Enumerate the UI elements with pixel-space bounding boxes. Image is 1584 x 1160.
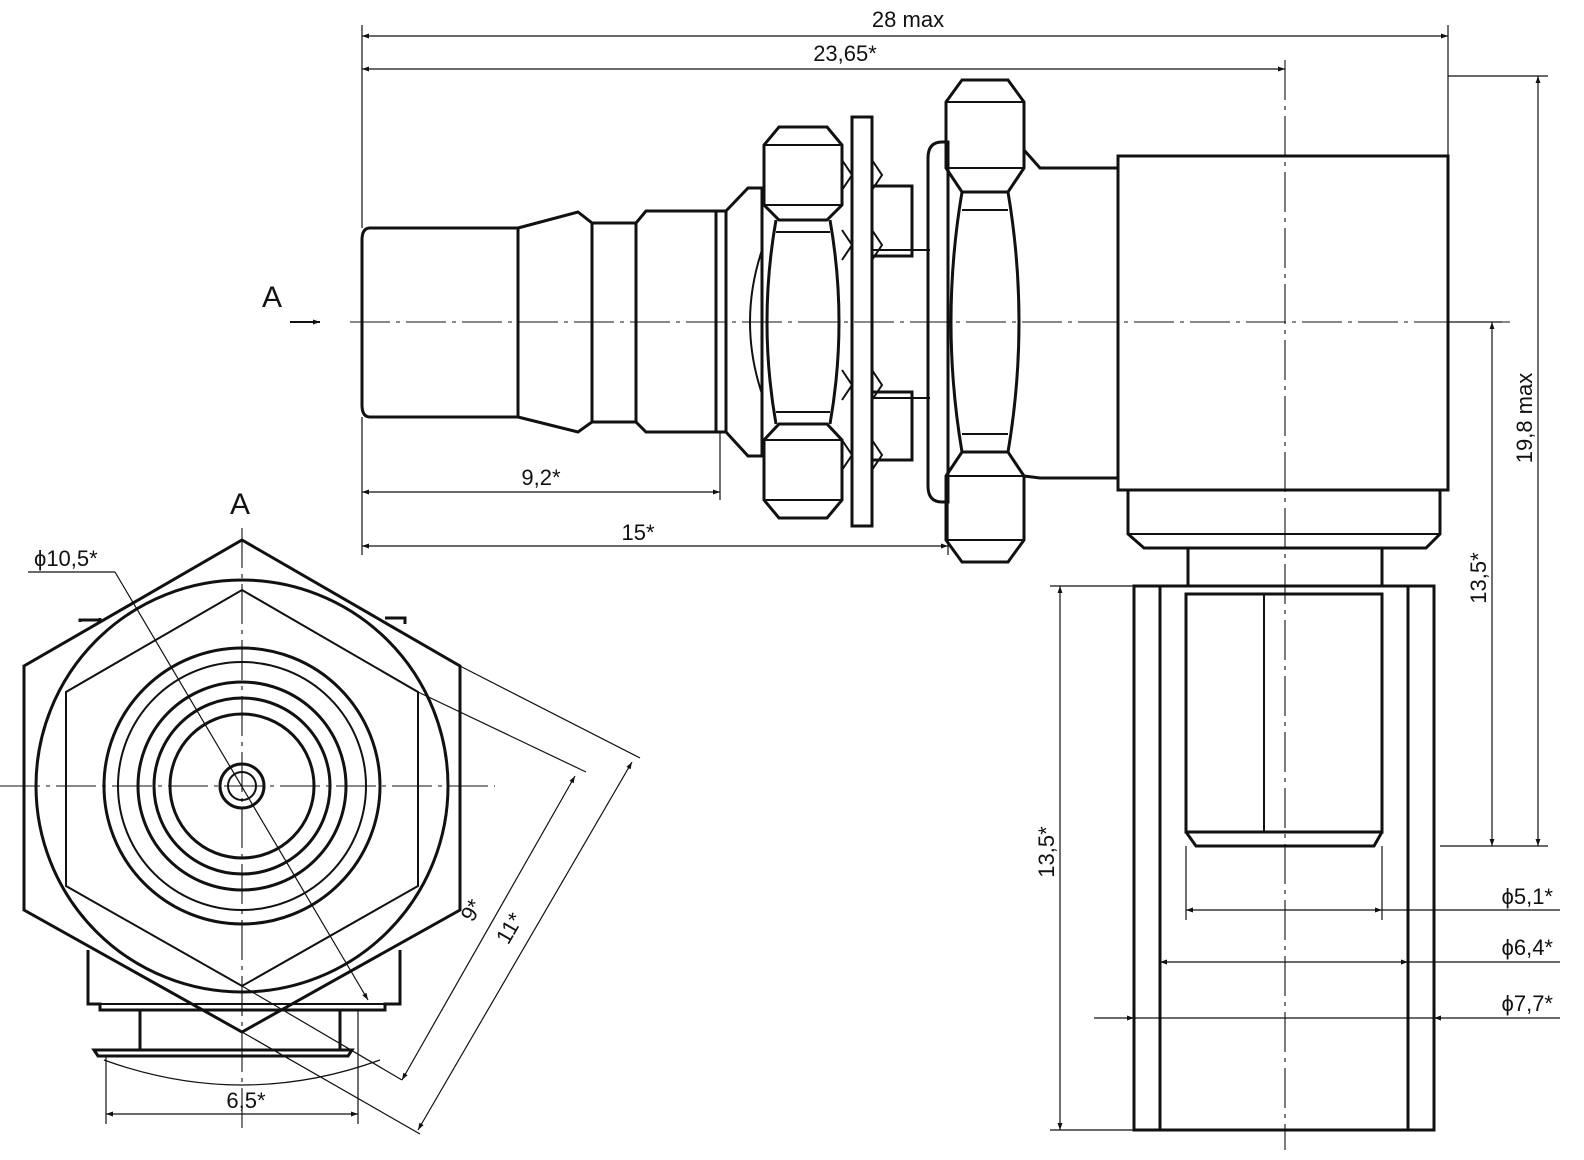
ring-5 [168, 712, 316, 860]
dim-d-inner: ϕ5,1* [1185, 846, 1560, 920]
neck [1022, 149, 1118, 480]
flange [926, 140, 950, 504]
label-plug-length: 9,2* [521, 465, 561, 490]
crimp-sleeve [1132, 584, 1436, 1132]
body-nut [944, 78, 1026, 564]
label-d-inner: ϕ5,1* [1502, 884, 1554, 909]
label-body-width: 6,5* [226, 1088, 266, 1113]
dim-plug-length: 9,2* [361, 417, 721, 555]
label-overall-length: 28 max [872, 7, 944, 32]
center-pin-outer [218, 762, 266, 810]
label-flange-length: 15* [621, 520, 654, 545]
label-height-max: 19,8 max [1512, 373, 1537, 464]
label-d-mid: ϕ6,4* [1502, 935, 1554, 960]
dim-sleeve-length: 13,5* [1034, 585, 1134, 1131]
dim-height-max: 19,8 max [1440, 75, 1548, 847]
label-body-to-axis: 13,5* [1466, 552, 1491, 604]
end-view-body [78, 616, 407, 1058]
dim-length-to-axis: 23,65* [362, 41, 1285, 72]
label-d-outer: ϕ7,7* [1502, 991, 1554, 1016]
ring-3 [136, 680, 348, 892]
lock-washer [841, 115, 930, 528]
view-arrow-label: A [262, 281, 282, 314]
dim-flange-length: 15* [362, 502, 949, 555]
ring-4 [152, 696, 332, 876]
center-pin-inner [227, 771, 257, 801]
angle-body [1116, 154, 1450, 586]
end-view: A ϕ10,5* [0, 488, 641, 1135]
ring-2 [117, 661, 367, 911]
end-view-label: A [230, 488, 250, 521]
dim-hex-diameter: ϕ10,5* [28, 546, 369, 1001]
dim-d-outer: ϕ7,7* [1094, 991, 1560, 1021]
plug [360, 186, 764, 458]
label-hex-diameter: ϕ10,5* [34, 546, 98, 571]
label-length-to-axis: 23,65* [813, 41, 877, 66]
label-sleeve-length: 13,5* [1034, 826, 1059, 878]
dim-overall-length: 28 max [361, 7, 1449, 228]
first-nut [762, 125, 844, 520]
side-view: 28 max 23,65* 9,2* 15* 19,8 max [262, 7, 1560, 1150]
dim-body-to-axis: 13,5* [1448, 321, 1502, 846]
ring-1 [102, 646, 382, 926]
dim-body-width: 6,5* [103, 1010, 381, 1124]
dim-d-mid: ϕ6,4* [1160, 935, 1560, 965]
view-arrow: A [262, 281, 320, 325]
